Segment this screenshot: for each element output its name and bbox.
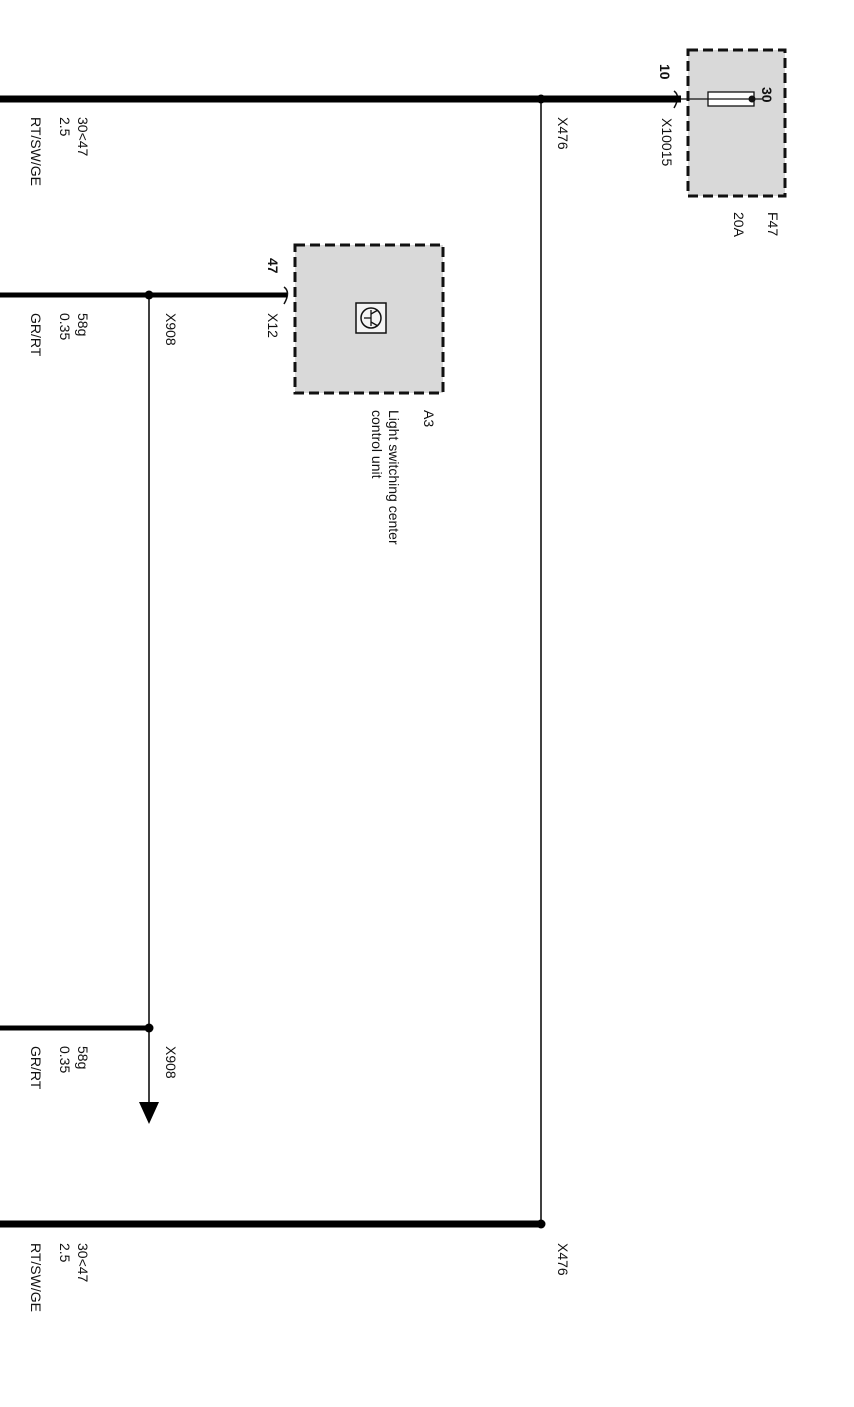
wire-signal-top-size: 0.35 [57,313,73,340]
splice-x476-bottom-label: X476 [555,1243,571,1276]
wire-main-top-size: 2.5 [57,117,73,137]
wire-main-top-circuit: 30<47 [75,117,91,157]
control-unit-pin-label: 47 [265,258,281,274]
control-unit-connector-label: X12 [265,313,281,338]
splice-x908-top [144,290,154,300]
fuse-pin-30-dot [748,95,756,103]
wire-main-bottom-color: RT/SW/GE [28,1243,44,1312]
wire-main-bottom-size: 2.5 [57,1243,73,1263]
continuation-arrow-icon [139,1102,159,1124]
fuse-id-label: F47 [765,212,781,236]
wire-signal-bottom-size: 0.35 [57,1046,73,1073]
splice-x476-bottom [536,1219,546,1229]
splice-x476-top-label: X476 [555,117,571,150]
wire-signal-bottom-color: GR/RT [28,1046,44,1090]
splice-x908-bottom [144,1023,154,1033]
fuse-rating-label: 20A [731,212,747,238]
control-unit-name-line1: Light switching center [386,410,402,545]
splice-x908-bottom-label: X908 [163,1046,179,1079]
electronic-unit-icon [355,302,387,334]
fuse-pin-out-label: 10 [657,64,673,80]
wire-signal-top-color: GR/RT [28,313,44,357]
wire-signal-bottom-circuit: 58g [75,1046,91,1069]
wire-signal-top-circuit: 58g [75,313,91,336]
splice-x476-top [536,94,546,104]
fuse-pin-in-label: 30 [759,87,775,103]
fuse-f47-box [686,48,787,198]
wire-main-top-color: RT/SW/GE [28,117,44,186]
control-unit-id-label: A3 [421,410,437,427]
wire-main-bottom-circuit: 30<47 [75,1243,91,1283]
x12-connector-symbol [283,286,289,305]
splice-x908-top-label: X908 [163,313,179,346]
fuse-connector-label: X10015 [659,118,675,166]
control-unit-name-line2: control unit [369,410,385,479]
